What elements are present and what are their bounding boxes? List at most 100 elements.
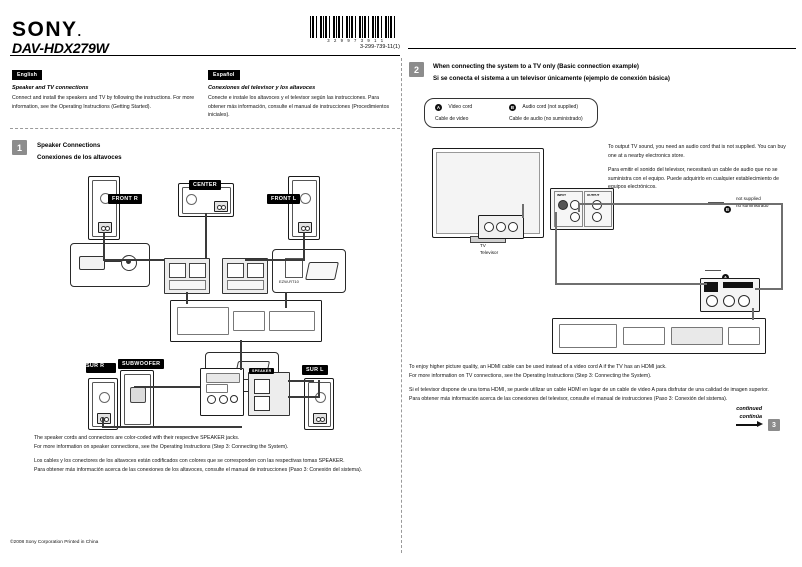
tv-io-panel: INPUT OUTPUT — [550, 188, 614, 230]
speaker-cord — [186, 292, 188, 304]
cord-legend-box: A Video cord Cable de video B Audio cord… — [424, 98, 598, 128]
audio-cord — [578, 203, 782, 205]
step-2-badge: 2 — [409, 62, 424, 77]
tv-input-jack — [558, 200, 568, 210]
subwoofer-jack-icon — [130, 387, 146, 403]
hdmi-note: To enjoy higher picture quality, an HDMI… — [409, 363, 795, 409]
plug-detail-callout — [70, 243, 150, 287]
step-2-title-es: Si se conecta el sistema a un televisor … — [433, 75, 670, 82]
tv-input-jack — [570, 212, 580, 222]
label-speaker-terminal: SPEAKER — [249, 368, 275, 374]
surround-cord — [318, 380, 320, 397]
amp-slot — [206, 384, 228, 393]
video-cord — [555, 283, 707, 285]
english-tag: English — [12, 70, 43, 80]
brand-dot: . — [77, 24, 83, 39]
speaker-note-en: The speaker cords and connectors are col… — [34, 434, 364, 451]
label-center: CENTER — [189, 180, 221, 190]
receiver-rear-jacks — [671, 327, 723, 345]
label-front-l: FRONT L — [267, 194, 301, 204]
panel-label-strip — [723, 282, 753, 288]
speaker-terminal-socket — [254, 379, 270, 394]
label-front-r: FRONT R — [108, 194, 143, 204]
step-1-title: Speaker Connections Conexiones de los al… — [37, 142, 122, 161]
receiver-rear-vent — [559, 324, 617, 348]
plug-body-icon — [79, 256, 105, 270]
audio-cord — [781, 203, 783, 289]
speaker-note-en-line2: For more information on speaker connecti… — [34, 443, 289, 450]
speaker-terminal-block-right — [222, 258, 268, 294]
tv-output-group: OUTPUT — [584, 191, 612, 227]
legend-video-cord-en: Video cord — [448, 104, 473, 110]
surround-cord — [102, 418, 104, 427]
receiver-audio-jack-r — [738, 295, 750, 307]
speaker-note-es-line2: Para obtener más información acerca de l… — [34, 466, 363, 473]
label-output: OUTPUT — [587, 193, 600, 197]
terminal-socket — [169, 263, 186, 278]
barcode-digits: 3 2 9 9 7 3 9 1 1 — [327, 38, 385, 43]
legend-marker-b: B — [509, 104, 516, 111]
receiver-jack-area — [269, 311, 315, 331]
next-page-badge: 3 — [768, 419, 780, 431]
plug-pin-icon — [105, 260, 121, 262]
receiver-audio-jack-l — [723, 295, 735, 307]
spanish-tag: Español — [208, 70, 240, 80]
module-cord — [240, 340, 242, 370]
legend-video-cord: A Video cord — [435, 104, 472, 111]
speaker-terminal-socket — [254, 396, 270, 411]
legend-audio-cord-es: Cable de audio (no suministrado) — [509, 116, 583, 122]
plug-socket-hole-icon — [126, 259, 131, 264]
speaker-cord — [103, 232, 105, 260]
speaker-jack-icon — [313, 413, 327, 424]
sony-logo: SONY. — [12, 18, 83, 42]
speaker-terminal-block-left — [164, 258, 210, 294]
speaker-connection-diagram: FRONT R CENTER FRONT L — [0, 0, 400, 430]
tv-output-jack — [592, 212, 602, 222]
audio-cord — [755, 288, 783, 290]
tv-sound-note: To output TV sound, you need an audio co… — [608, 143, 794, 198]
speaker-note-en-line1: The speaker cords and connectors are col… — [34, 435, 240, 441]
speaker-terminal-panel — [248, 372, 290, 416]
tv-sound-note-es: Para emitir el sonido del televisor, nec… — [608, 167, 780, 191]
label-tv-en: TV — [480, 243, 486, 248]
receiver-rear-panel — [170, 300, 322, 342]
label-not-supplied-en: not supplied — [736, 196, 761, 201]
subwoofer-cord — [134, 386, 200, 388]
step-1-title-en: Speaker Connections — [37, 142, 101, 149]
hdmi-note-en-line1: To enjoy higher picture quality, an HDMI… — [409, 364, 667, 370]
surround-cord — [102, 426, 242, 428]
wireless-module-icon — [305, 262, 339, 280]
tv-cord — [578, 204, 580, 212]
step-2-title: When connecting the system to a TV only … — [433, 63, 670, 82]
model-name: DAV-HDX279W — [12, 40, 109, 56]
legend-audio-cord-en: Audio cord (not supplied) — [522, 104, 578, 110]
marker-a-video-cord: A — [722, 274, 729, 281]
not-supplied-leader — [708, 202, 724, 204]
terminal-socket — [189, 263, 206, 278]
header-divider-left — [10, 55, 400, 56]
speaker-note-es: Los cables y los conectores de los altav… — [34, 457, 364, 474]
tv-jack — [508, 222, 518, 232]
speaker-notes: The speaker cords and connectors are col… — [34, 434, 364, 480]
speaker-cord — [285, 292, 287, 308]
tv-jack — [484, 222, 494, 232]
header-divider-right — [408, 48, 796, 49]
module-slot-icon — [285, 258, 303, 278]
amp-jack — [230, 395, 238, 403]
tv-connection-diagram: TV Televisor INPUT OUTPUT B — [400, 0, 802, 400]
amp-jack — [207, 395, 216, 404]
barcode-icon — [310, 16, 398, 38]
speaker-subwoofer — [120, 370, 154, 428]
hdmi-note-es-line1: Si el televisor dispone de una toma HDMI… — [409, 387, 769, 394]
speaker-cord — [103, 259, 165, 261]
speaker-front-r — [88, 176, 120, 240]
panel-divider — [401, 58, 402, 553]
tv-output-jack — [592, 200, 602, 210]
terminal-strip — [227, 280, 264, 290]
hdmi-note-en-line2: For more information on TV connections, … — [409, 372, 652, 379]
speaker-cone-icon — [299, 193, 311, 205]
receiver-av-jack-panel — [700, 278, 760, 312]
spanish-body: Conecte e instale los altavoces y el tel… — [208, 95, 390, 119]
speaker-jack-icon — [298, 222, 312, 233]
